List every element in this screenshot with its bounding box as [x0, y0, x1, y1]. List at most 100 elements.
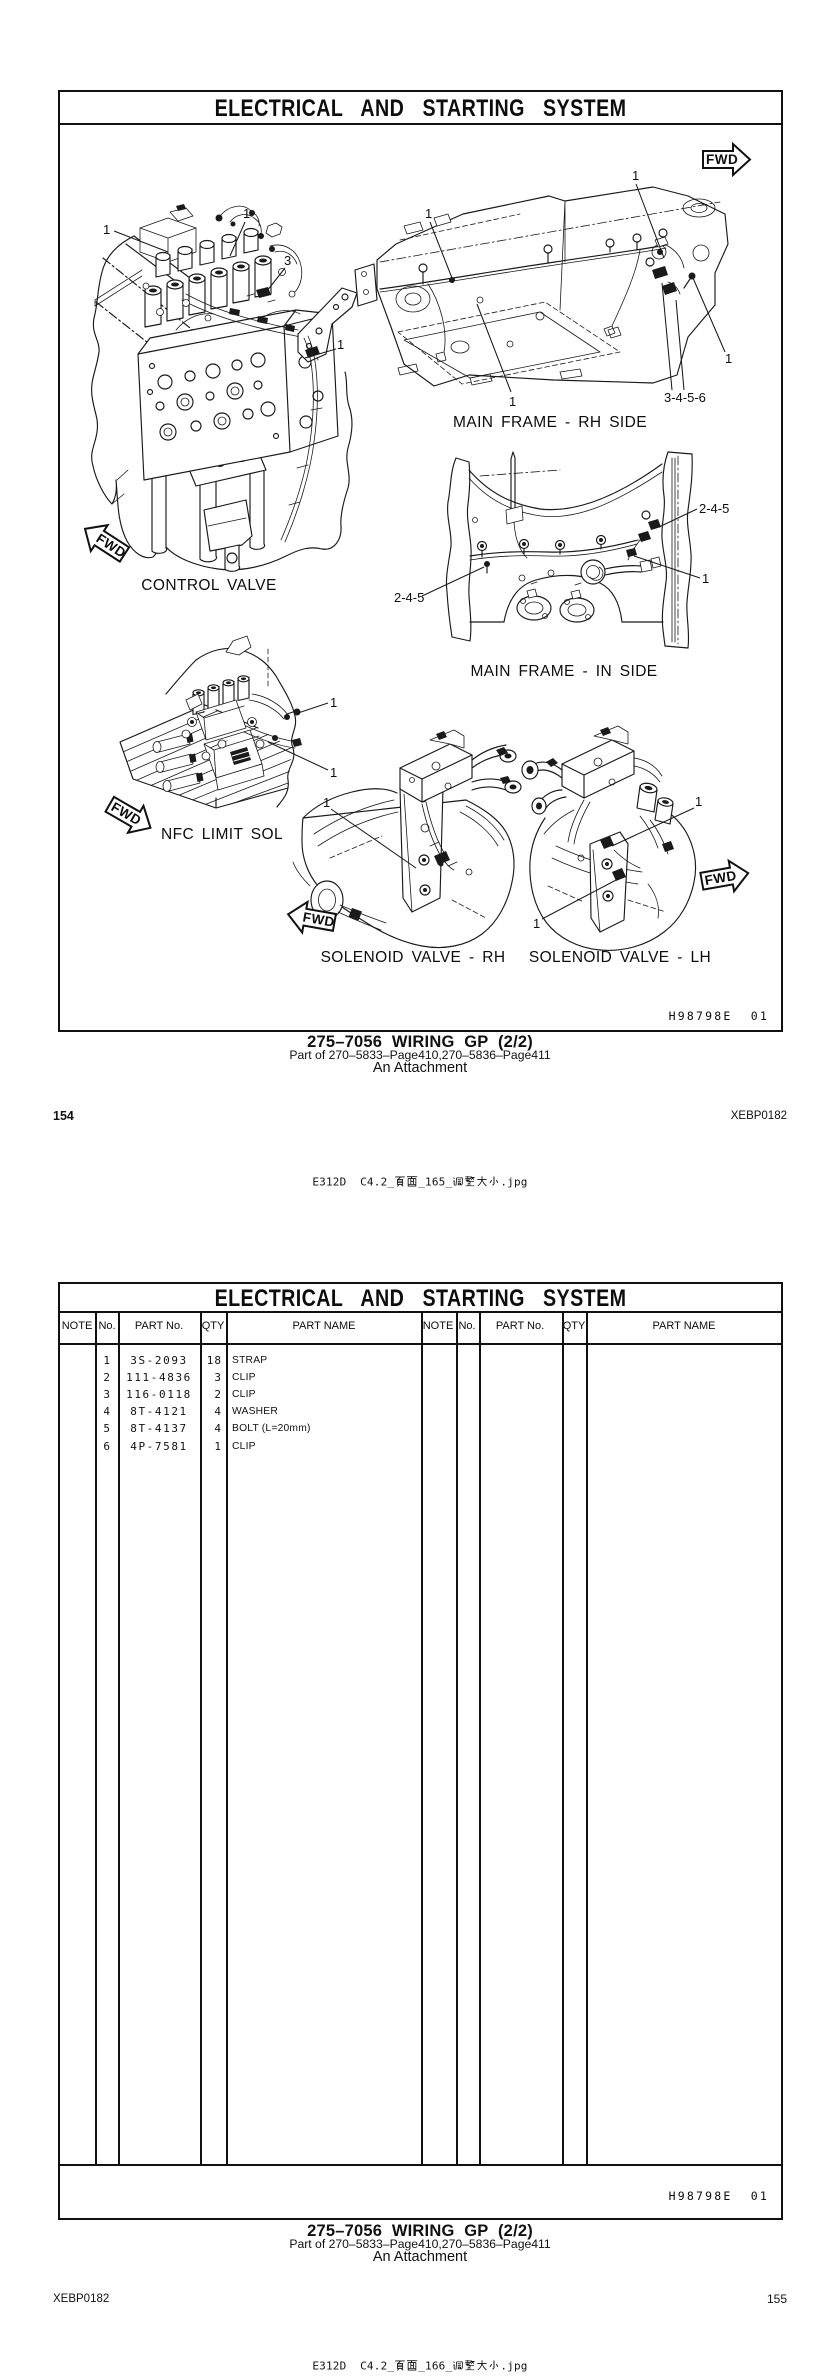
callout-leader-line [633, 555, 701, 579]
fwd-arrow-label: FWD [302, 909, 336, 929]
callout-label: 1 [330, 695, 337, 710]
cell-part-no: 4P-7581 [130, 1439, 188, 1453]
table-row: 2 111-4836 3 CLIP [58, 1369, 783, 1386]
callout-label: 1 [725, 351, 732, 366]
figure-main-frame-rh [354, 186, 729, 387]
cell-qty: 4 [214, 1405, 222, 1419]
cell-part-name: STRAP [232, 1355, 268, 1366]
fig-label-nfc-limit-sol: NFC LIMIT SOL [160, 826, 284, 843]
table-row: 4 8T-4121 4 WASHER [58, 1403, 783, 1420]
callout-label: 2-4-5 [699, 501, 729, 516]
cell-no: 5 [103, 1422, 111, 1436]
cell-part-no: 8T-4137 [130, 1422, 188, 1436]
fwd-arrow-nfc: FWD [101, 789, 160, 843]
callout-label: 1 [632, 168, 639, 183]
callout-label: 1 [243, 206, 250, 221]
cell-part-name: CLIP [232, 1440, 256, 1452]
figure-main-frame-in [445, 451, 693, 649]
fig-label-main-frame-in: MAIN FRAME - IN SIDE [470, 663, 658, 680]
cjk-glyph [465, 1175, 476, 1187]
sheet1-doc-code: XEBP0182 [730, 1110, 787, 1122]
cell-qty: 1 [214, 1439, 222, 1453]
cjk-glyph [406, 2360, 418, 2371]
callout-leader-line [267, 741, 329, 771]
callout-leader-line [635, 183, 665, 259]
fig-label-solenoid-rh: SOLENOID VALVE - RH [320, 949, 506, 966]
callout-label: 2-4-5 [394, 590, 424, 605]
sheet2-footer-subheading: Part of 270–5833–Page410,270–5836–Page41… [289, 2237, 551, 2251]
cjk-glyph [477, 2359, 488, 2371]
callout-label: 3-4-5-6 [664, 390, 706, 405]
callout-leader-line [661, 282, 673, 391]
th-note-r: NOTE [422, 1320, 454, 1332]
cell-qty: 4 [214, 1422, 222, 1436]
cjk-glyph [465, 2359, 476, 2371]
callout-label: 1 [695, 794, 702, 809]
table-column-rule [226, 1312, 228, 2165]
cell-no: 4 [103, 1405, 111, 1419]
table-column-rule [479, 1312, 481, 2165]
callout-leader-line [429, 221, 453, 279]
sheet1-footer-attachment: An Attachment [372, 1060, 468, 1076]
cell-part-name: CLIP [232, 1389, 256, 1401]
cell-part-no: 8T-4121 [130, 1405, 188, 1419]
table-rule [58, 2164, 783, 2166]
callout-label: 1 [509, 394, 516, 409]
sheet2-footer-heading: 275–7056 WIRING GP (2/2) [307, 2222, 533, 2240]
callout-leader-line [330, 808, 417, 869]
fwd-arrow-label: FWD [704, 868, 738, 888]
cjk-glyph [477, 1175, 488, 1187]
callout-label: 1 [103, 222, 110, 237]
fwd-arrow-top: FWD [702, 143, 751, 176]
th-partno-r: PART No. [495, 1320, 545, 1332]
sheet1-footer-subheading: Part of 270–5833–Page410,270–5836–Page41… [289, 1048, 551, 1062]
th-partno-l: PART No. [134, 1320, 184, 1332]
th-qty-r: QTY [562, 1320, 586, 1332]
callout-leader-line [611, 807, 695, 847]
callout-label: 1 [533, 916, 540, 931]
figure-solenoid-rh [292, 729, 522, 949]
th-qty-l: QTY [201, 1320, 225, 1332]
table-column-rule [200, 1312, 202, 2165]
cjk-glyph [406, 1176, 418, 1187]
cell-qty: 2 [214, 1388, 222, 1402]
callout-leader-line [541, 878, 619, 920]
cjk-glyph [394, 1176, 406, 1187]
fwd-arrow-label: FWD [706, 152, 738, 167]
sheet2-footer-attachment: An Attachment [372, 2249, 468, 2265]
cell-part-name: BOLT (L=20mm) [232, 1423, 311, 1435]
cell-no: 2 [103, 1371, 111, 1385]
cell-part-no: 116-0118 [126, 1388, 192, 1402]
figure-control-valve [91, 204, 358, 572]
sheet1-title-rule [60, 123, 781, 125]
callouts: 1 1 3 1 1 1 1 3-4-5-6 1 2-4-5 1 2-4-5 [103, 168, 732, 931]
cjk-glyph [490, 1175, 499, 1186]
callout-leader-line [476, 303, 512, 393]
fwd-arrow-control-valve: FWD [75, 514, 134, 569]
table-row: 1 3S-2093 18 STRAP [58, 1352, 783, 1369]
callout-leader-line [421, 566, 485, 597]
fig-label-control-valve: CONTROL VALVE [141, 577, 277, 594]
sheet2-page-number: 155 [766, 2292, 787, 2306]
callout-label: 3 [284, 253, 291, 268]
table-column-rule [118, 1312, 120, 2165]
th-partname-r: PART NAME [652, 1320, 716, 1332]
sheet2-doc-code: XEBP0182 [53, 2293, 110, 2305]
th-partname-l: PART NAME [292, 1320, 356, 1332]
table-row: 5 8T-4137 4 BOLT (L=20mm) [58, 1420, 783, 1437]
sheet2-title: ELECTRICAL AND STARTING SYSTEM [214, 1285, 627, 1312]
sheet2-frame: ELECTRICAL AND STARTING SYSTEM H98798E 0… [58, 1282, 783, 2220]
callout-leader-line [692, 277, 726, 353]
table-column-rule [586, 1312, 588, 2165]
cjk-glyph [452, 1177, 464, 1186]
table-rule [58, 1343, 783, 1345]
callout-label: 1 [323, 795, 330, 810]
cell-qty: 18 [206, 1354, 222, 1367]
cell-no: 3 [103, 1388, 111, 1402]
th-no-r: No. [458, 1320, 476, 1332]
table-row: 6 4P-7581 1 CLIP [58, 1438, 783, 1455]
figure-nfc-limit-sol [119, 635, 302, 809]
cell-part-name: WASHER [232, 1406, 279, 1418]
cell-no: 1 [103, 1354, 111, 1367]
